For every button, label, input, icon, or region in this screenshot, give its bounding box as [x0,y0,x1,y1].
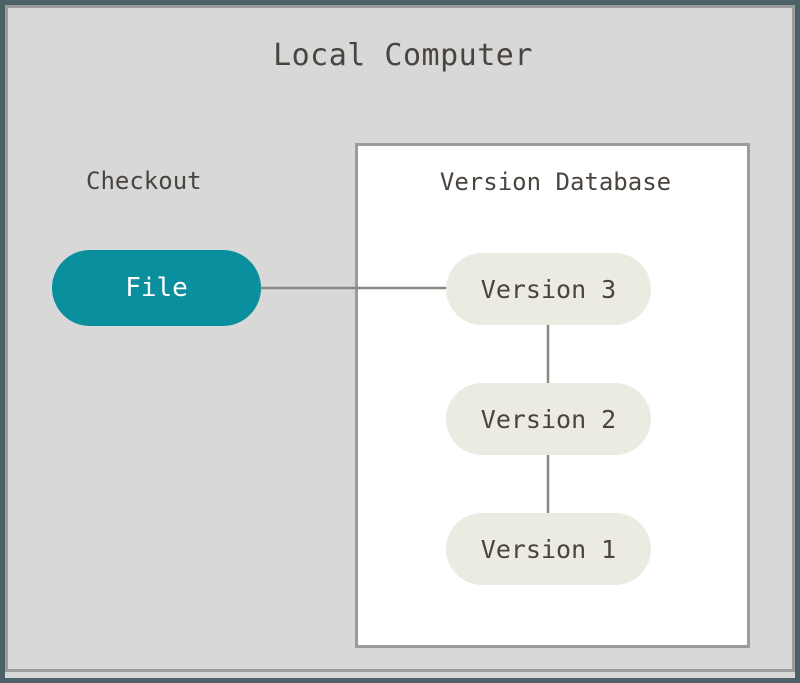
node-version-1-label: Version 1 [480,534,617,564]
node-file[interactable]: File [52,250,261,326]
checkout-label: Checkout [86,167,202,195]
node-version-3[interactable]: Version 3 [446,253,651,325]
local-computer-container: Local Computer Checkout Version Database… [5,5,795,672]
local-computer-title: Local Computer [273,38,533,73]
node-version-1[interactable]: Version 1 [446,513,651,585]
node-version-2-label: Version 2 [480,404,617,434]
node-file-label: File [125,273,188,303]
node-version-2[interactable]: Version 2 [446,383,651,455]
version-database-title: Version Database [439,168,672,196]
node-version-3-label: Version 3 [480,274,617,304]
